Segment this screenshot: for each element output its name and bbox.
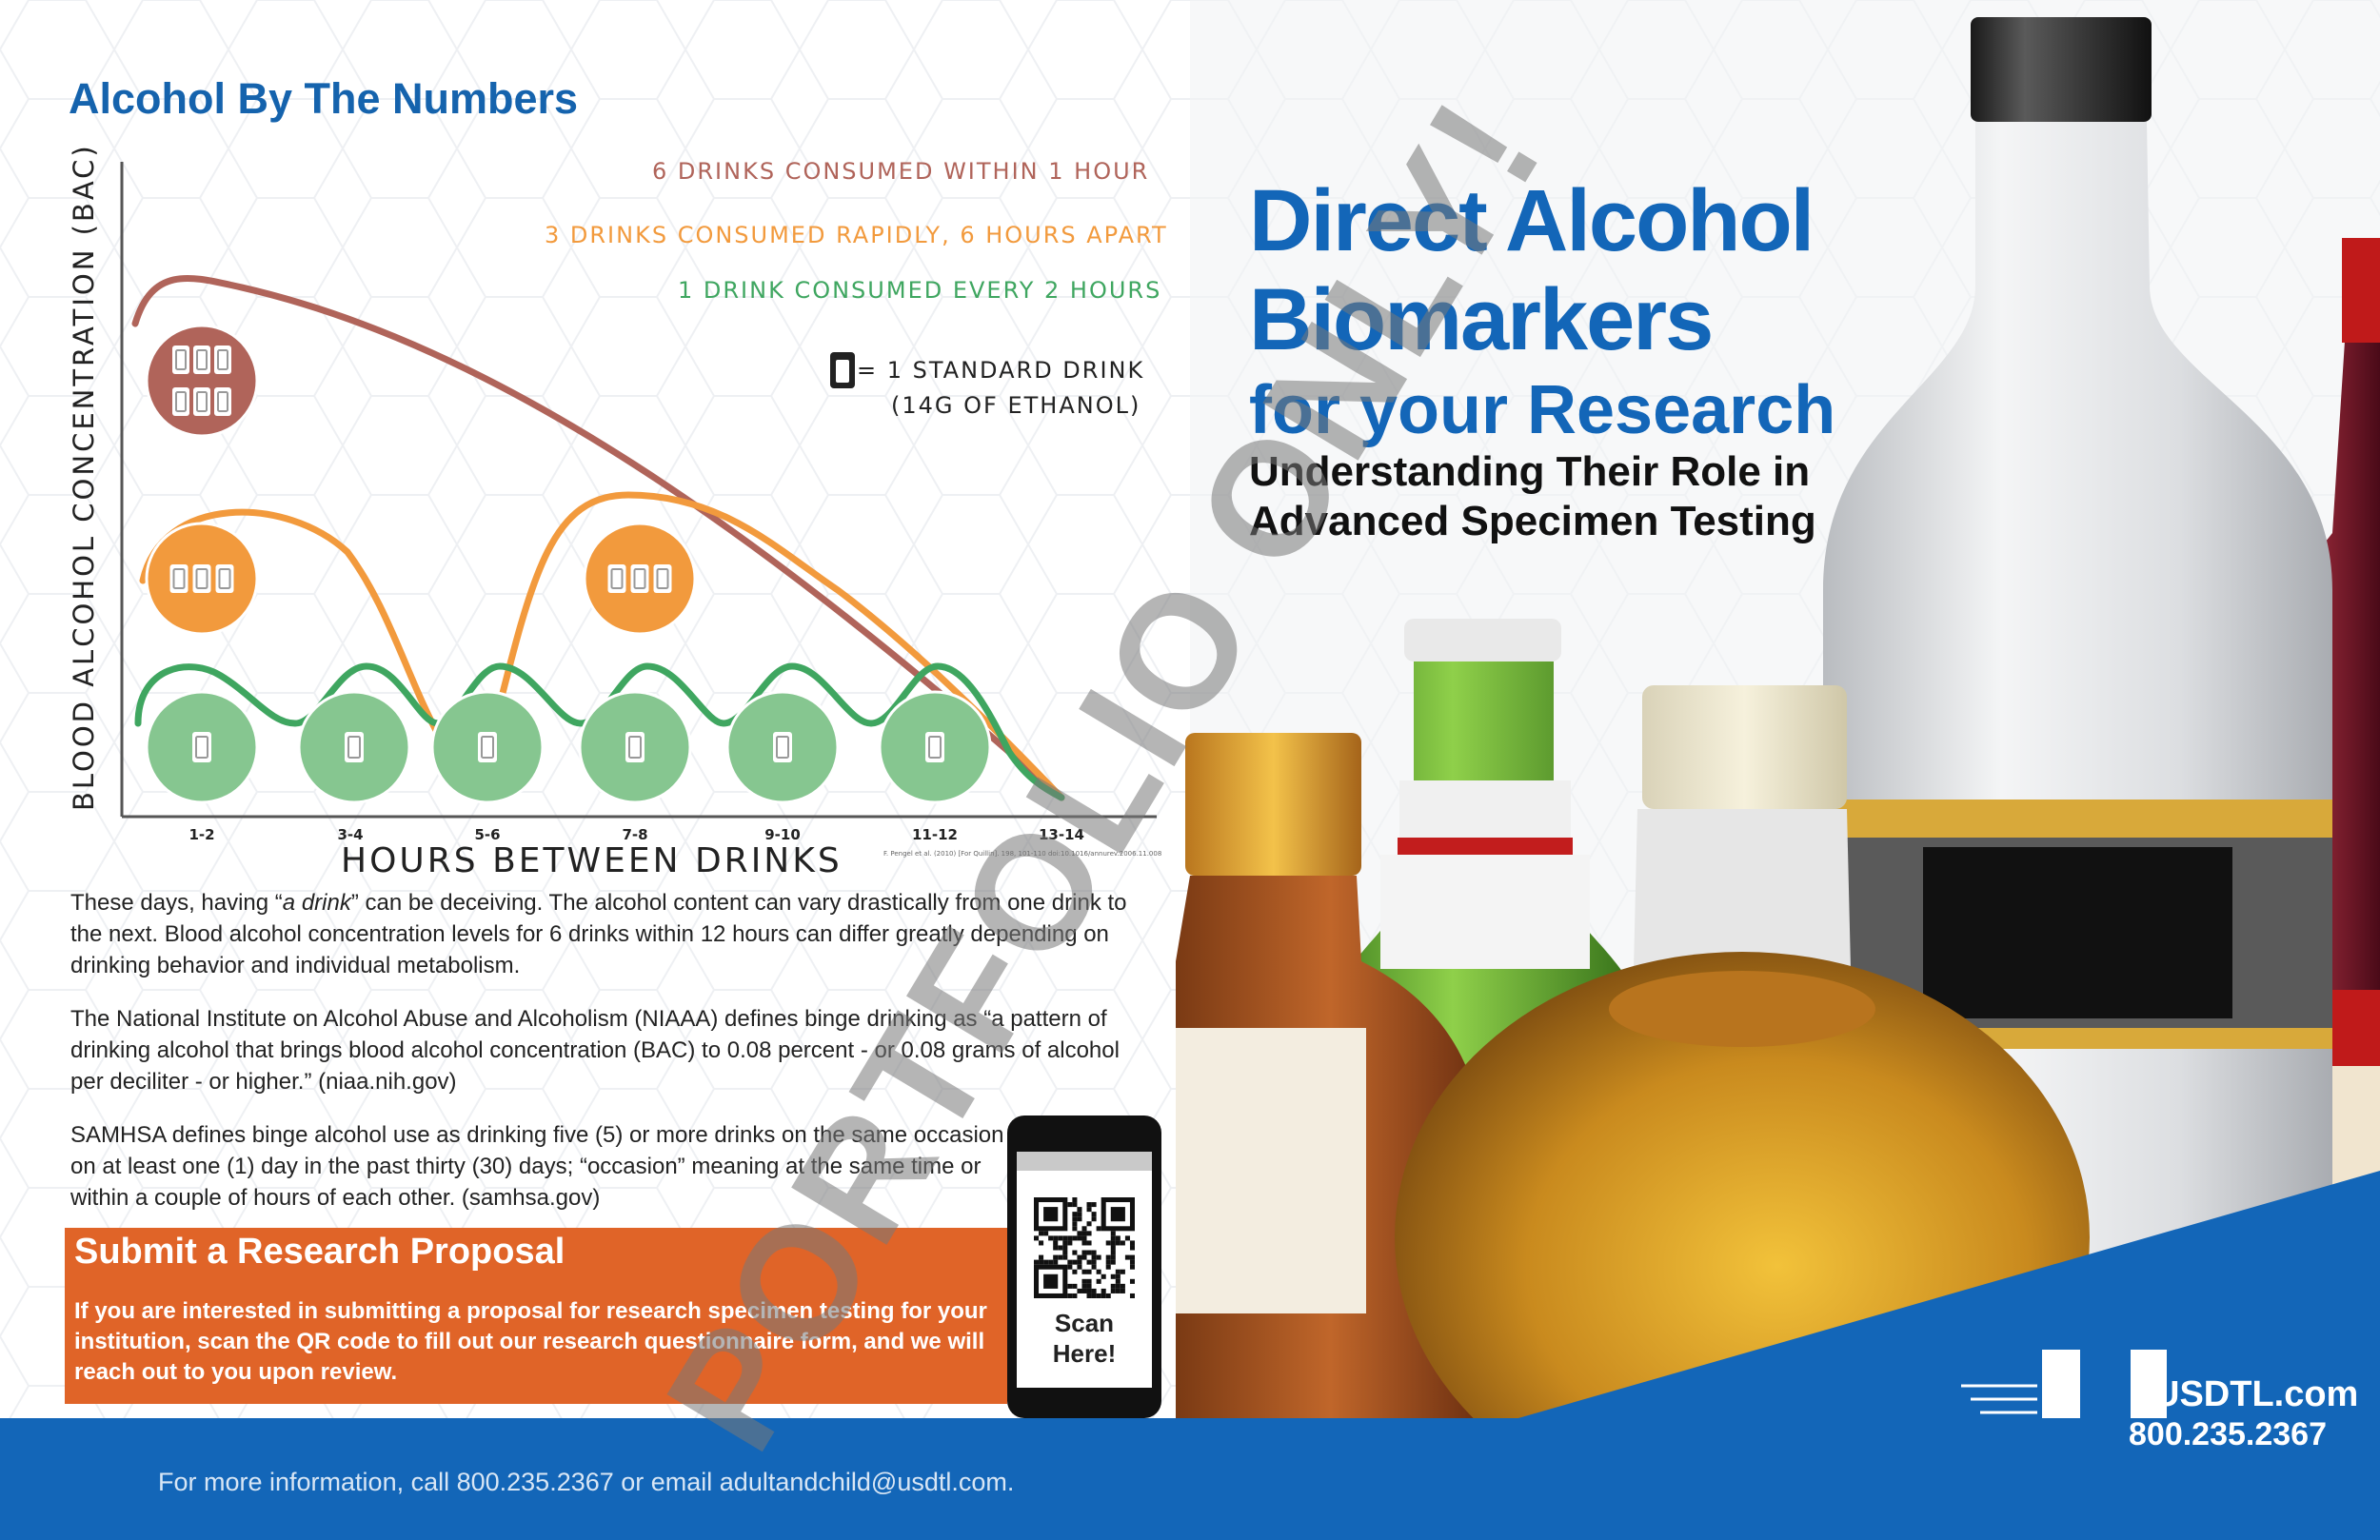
drink-marker	[430, 690, 545, 804]
x-tick-label: 9-10	[764, 826, 801, 843]
proposal-panel	[65, 1228, 1007, 1404]
bac-chart: 1-2 3-4 5-6 7-8 9-10 11-12 13-14 BLOOD ALCOHOL…	[68, 143, 1161, 880]
drink-marker	[145, 522, 259, 636]
drink-marker	[725, 690, 840, 804]
legend-one-drink: 1 DRINK CONSUMED EVERY 2 HOURS	[678, 277, 1162, 304]
drink-marker	[297, 690, 411, 804]
drink-marker	[878, 690, 992, 804]
proposal-title: Submit a Research Proposal	[74, 1232, 565, 1272]
bac-curve-six-drinks	[131, 274, 1065, 801]
standard-drink-glass-icon	[830, 352, 855, 388]
drink-marker	[583, 522, 697, 636]
x-tick-label: 7-8	[622, 826, 647, 843]
paragraph-samhsa: SAMHSA defines binge alcohol use as drin…	[70, 1122, 1004, 1211]
drink-marker	[578, 690, 692, 804]
hero-title: Direct Alcohol Biomarkers	[1249, 172, 1815, 368]
hero-tagline: Understanding Their Role in Advanced Spe…	[1249, 448, 1816, 544]
logo-phone-number: 800.235.2367	[2129, 1416, 2327, 1452]
paragraph-niaaa: The National Institute on Alcohol Abuse …	[70, 1006, 1120, 1095]
x-tick-label: 13-14	[1039, 826, 1084, 843]
scan-here-label: Scan Here!	[1052, 1309, 1117, 1368]
x-tick-label: 11-12	[912, 826, 958, 843]
bac-curve-three-drinks	[139, 491, 1065, 801]
footer-bar	[0, 1418, 2380, 1540]
logo-website: USDTL.com	[2153, 1374, 2359, 1414]
standard-drink-ethanol: (14G OF ETHANOL)	[891, 392, 1141, 419]
qr-code-icon[interactable]	[1034, 1197, 1135, 1298]
standard-drink-label: = 1 STANDARD DRINK	[857, 356, 1145, 384]
x-tick-label: 3-4	[337, 826, 363, 843]
x-tick-label: 5-6	[474, 826, 500, 843]
drink-marker	[145, 324, 259, 438]
legend-three-drinks: 3 DRINKS CONSUMED RAPIDLY, 6 HOURS APART	[545, 222, 1168, 248]
bottles-illustration	[1176, 17, 2380, 1428]
legend-standard-drink: = 1 STANDARD DRINK (14G OF ETHANOL)	[828, 350, 1144, 422]
drink-marker	[145, 690, 259, 804]
footer-contact-text: For more information, call 800.235.2367 …	[158, 1468, 1015, 1496]
proposal-body: If you are interested in submitting a pr…	[74, 1298, 987, 1385]
y-axis-label: BLOOD ALCOHOL CONCENTRATION (BAC)	[68, 143, 100, 811]
legend-six-drinks: 6 DRINKS CONSUMED WITHIN 1 HOUR	[652, 158, 1150, 185]
paragraph-a-drink: These days, having “a drink” can be dece…	[70, 890, 1127, 978]
phone-status-bar	[1017, 1152, 1152, 1171]
x-tick-label: 1-2	[188, 826, 214, 843]
x-axis-label: HOURS BETWEEN DRINKS	[341, 841, 843, 880]
chart-citation: F. Pengel et al. (2010) [For Quillin]. 1…	[883, 850, 1161, 858]
section-title: Alcohol By The Numbers	[69, 74, 579, 123]
hero-subtitle: for your Research	[1249, 372, 1836, 448]
